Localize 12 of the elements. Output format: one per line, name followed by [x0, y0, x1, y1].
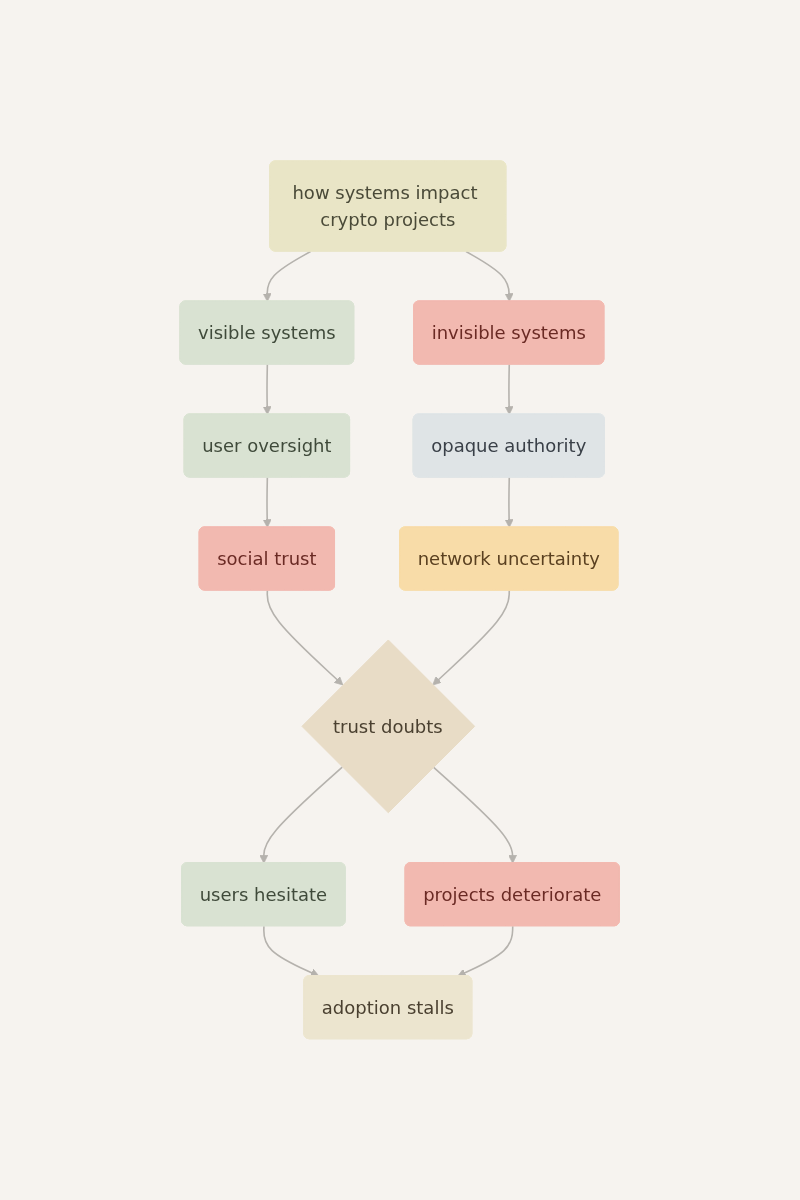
arrow	[457, 925, 514, 977]
arrow	[263, 476, 272, 529]
arrow	[263, 363, 272, 416]
arrow	[259, 766, 344, 864]
arrow	[465, 250, 514, 303]
arrow	[505, 476, 514, 529]
arrow	[505, 363, 514, 416]
node-diamond: trust doubts	[301, 639, 476, 814]
arrow	[432, 766, 518, 864]
arrow	[432, 589, 511, 686]
arrow	[263, 250, 312, 303]
arrow	[266, 589, 344, 686]
